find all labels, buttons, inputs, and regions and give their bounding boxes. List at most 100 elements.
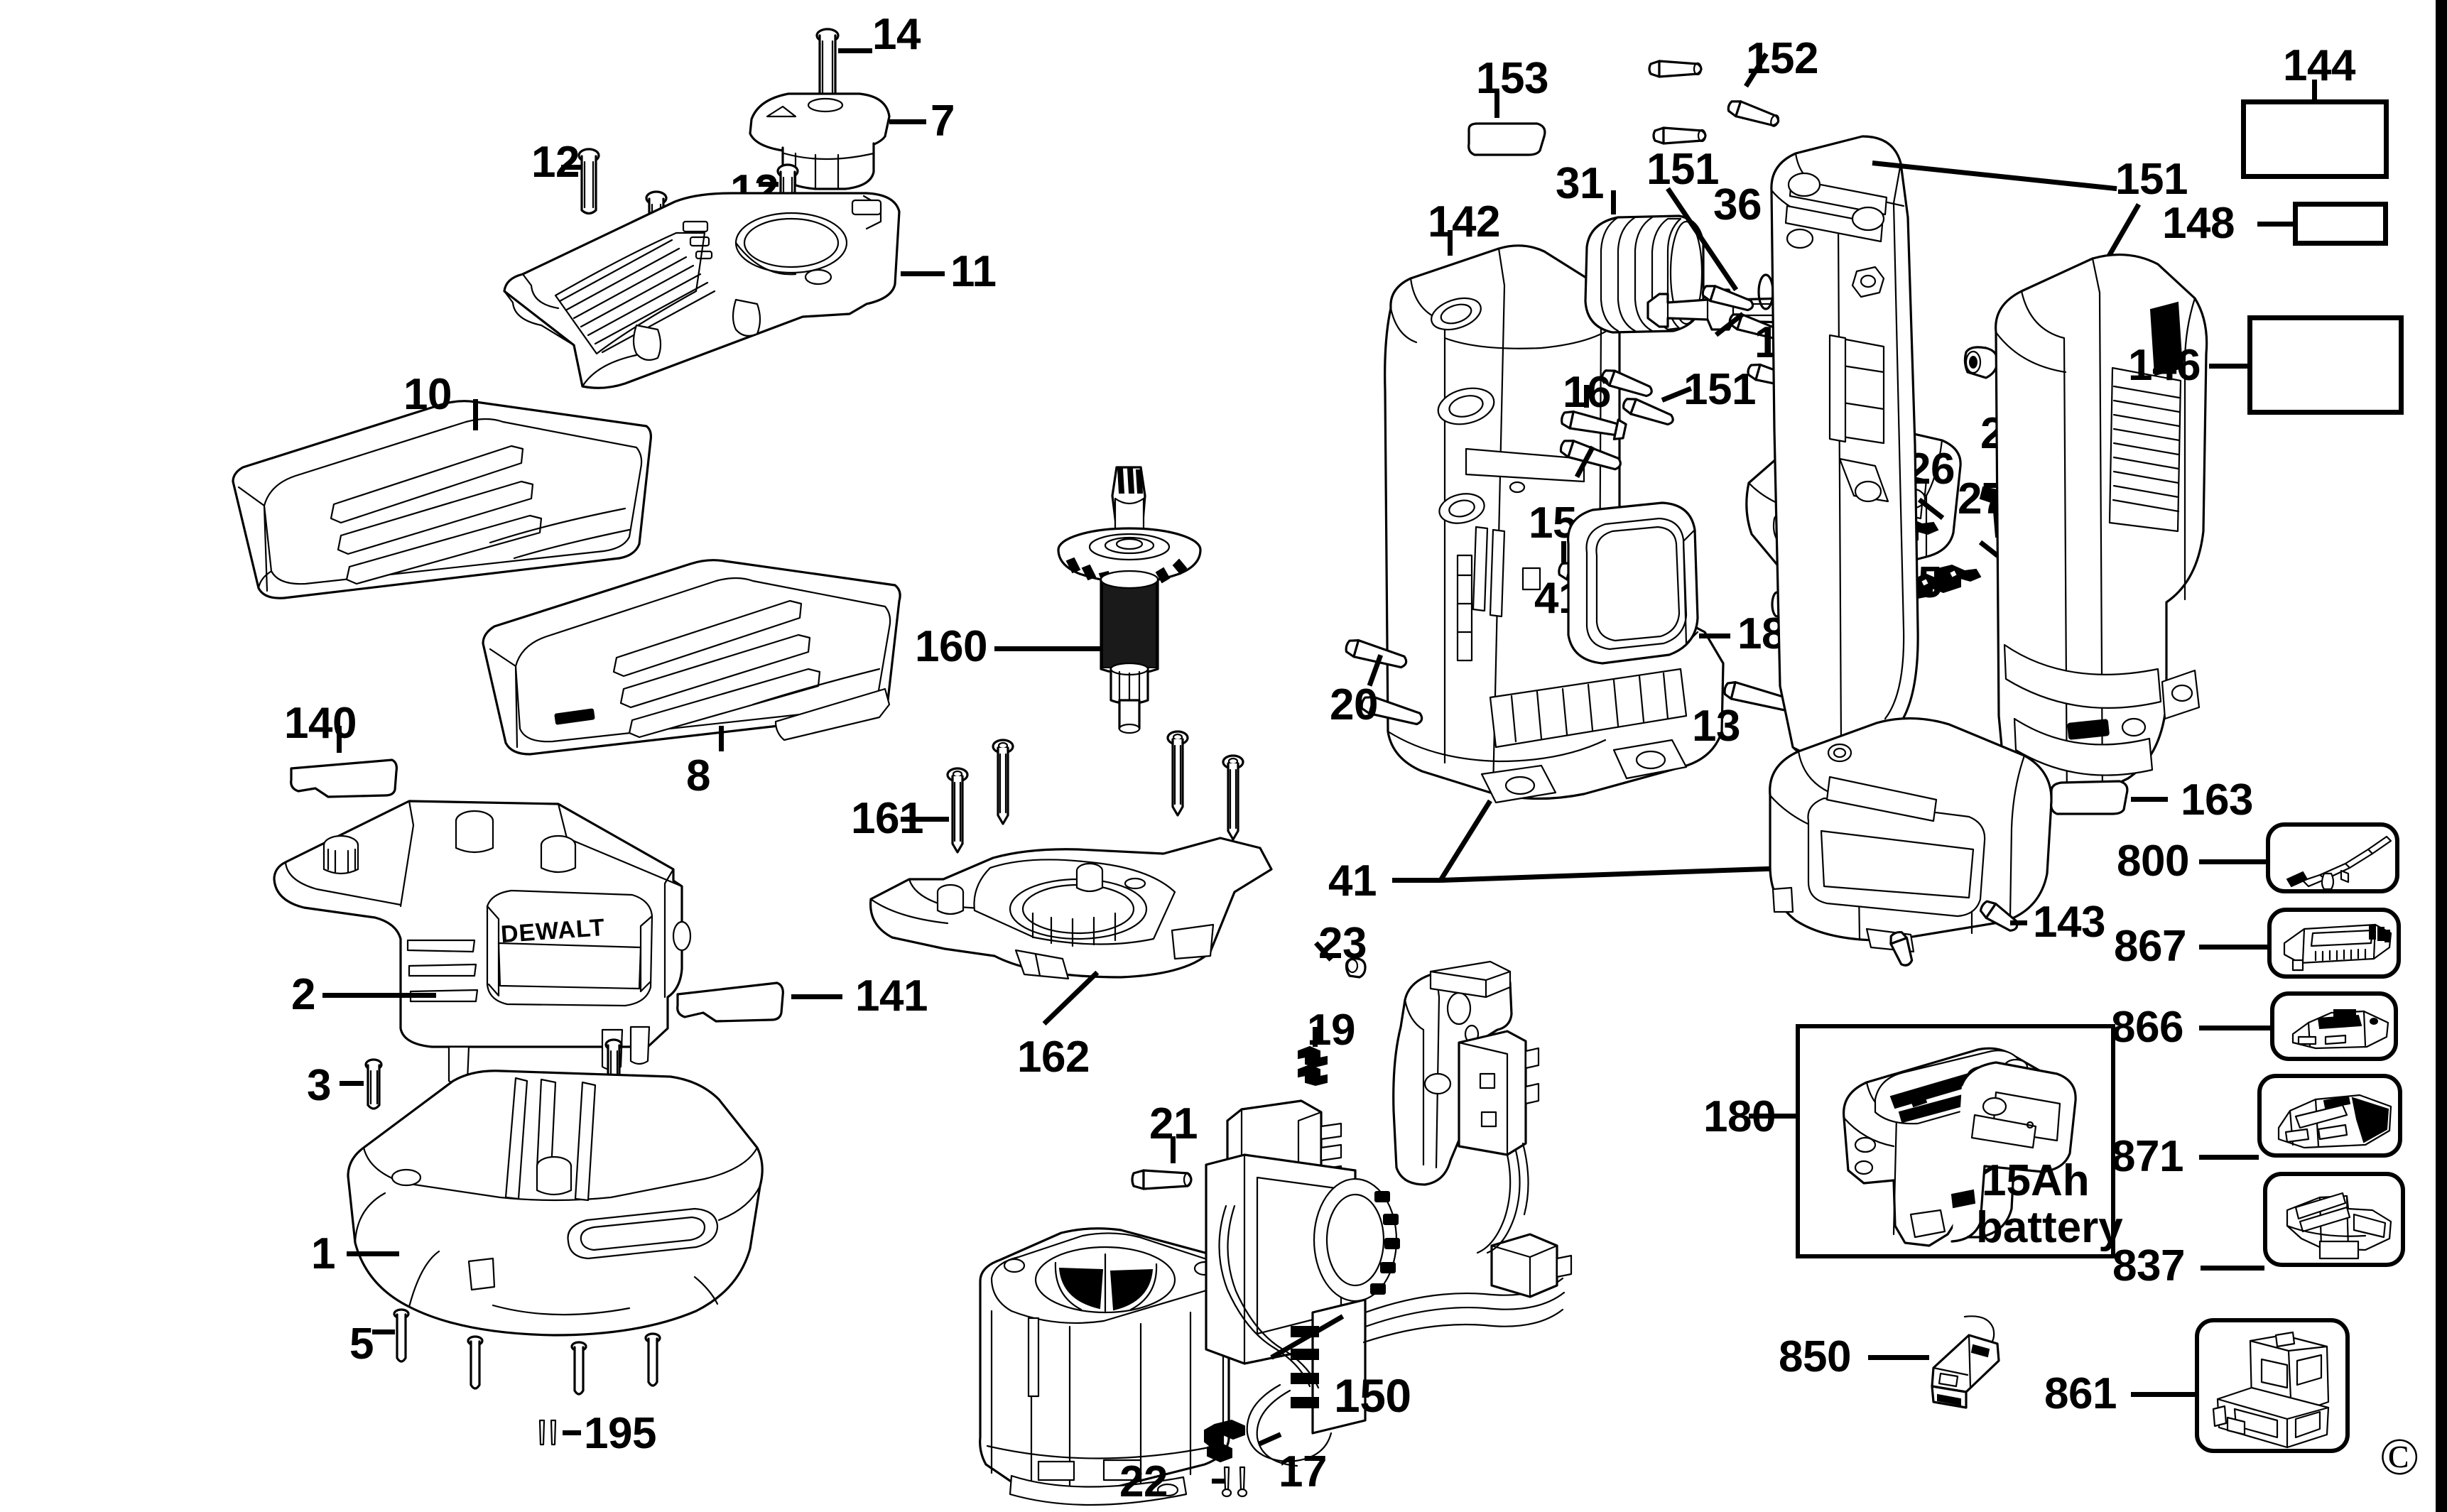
leader-line-14 xyxy=(838,48,872,53)
part-pin-15 xyxy=(1557,440,1628,472)
leader-line-161 xyxy=(901,817,949,822)
leader-line-21 xyxy=(1171,1136,1176,1163)
callout-12-left: 12 xyxy=(531,138,580,187)
callout-195: 195 xyxy=(584,1409,656,1458)
callout-153: 31 xyxy=(1556,159,1604,208)
part-micro-screws-195 xyxy=(534,1418,563,1452)
part-handle-shell-right xyxy=(1982,247,2216,830)
accessory-box-861 xyxy=(2195,1318,2350,1453)
part-label-plate-140 xyxy=(287,754,401,801)
accessory-icon-warning-tag-850 xyxy=(1928,1312,2012,1419)
callout-163: 41 xyxy=(1328,856,1377,905)
callout-14: 14 xyxy=(872,10,921,59)
leader-line-153 xyxy=(1611,190,1616,214)
leader-line-11 xyxy=(901,271,945,276)
info-text-line-1: 15Ah xyxy=(1982,1156,2090,1205)
part-pin-41-d xyxy=(1976,900,2026,933)
info-illustration-battery-housing xyxy=(1823,1041,2107,1254)
callout-837: 837 xyxy=(2112,1241,2185,1290)
leader-line-141 xyxy=(791,994,842,999)
callout-800: 800 xyxy=(2117,837,2189,886)
leader-line-8 xyxy=(719,726,724,751)
leader-line-837 xyxy=(2201,1266,2264,1271)
callout-22: 17 xyxy=(1279,1447,1327,1496)
part-long-screw-161-a xyxy=(945,767,970,854)
leader-line-140 xyxy=(337,726,342,753)
leader-line-19 xyxy=(1313,1027,1318,1047)
callout-871: 871 xyxy=(2111,1132,2183,1181)
callout-31: 151 xyxy=(1646,145,1719,194)
part-gear-case-162 xyxy=(865,824,1277,994)
callout-180: 180 xyxy=(1703,1092,1776,1141)
callout-161: 161 xyxy=(851,794,923,843)
callout-151-a: 152 xyxy=(1746,34,1818,83)
leader-line-12-left xyxy=(561,165,581,170)
accessory-icon-hex-key xyxy=(2280,832,2394,892)
leader-line-17 xyxy=(1448,230,1453,256)
leader-line-144 xyxy=(2312,80,2317,102)
callout-141: 141 xyxy=(855,972,928,1021)
callout-21: 21 xyxy=(1149,1099,1198,1148)
callout-160: 160 xyxy=(915,622,987,671)
leader-line-867 xyxy=(2199,945,2267,950)
part-label-plate-141 xyxy=(673,979,787,1026)
copyright-mark: © xyxy=(2380,1428,2420,1486)
callout-16: 16 xyxy=(1563,368,1611,417)
leader-line-850 xyxy=(1868,1355,1929,1360)
leader-line-142 xyxy=(1494,91,1499,118)
part-housing-body-2 xyxy=(261,794,702,1106)
accessory-box-837 xyxy=(2263,1172,2405,1267)
part-side-cover-10 xyxy=(227,398,653,604)
leader-line-150 xyxy=(1212,1479,1225,1484)
part-pin-41-e xyxy=(1881,930,1924,967)
callout-850: 850 xyxy=(1779,1332,1851,1381)
part-side-cover-8 xyxy=(477,554,904,760)
part-armature-160 xyxy=(1051,462,1208,760)
leader-line-163 xyxy=(1392,878,1440,883)
leader-line-16 xyxy=(1584,385,1589,408)
leader-line-10 xyxy=(473,399,478,430)
part-micro-screws-150 xyxy=(1219,1464,1253,1500)
leader-line-3 xyxy=(340,1081,364,1086)
info-box-180: 15Ah battery xyxy=(1796,1024,2123,1258)
part-bushing-23 xyxy=(1344,954,1372,980)
leader-line-871 xyxy=(2199,1155,2259,1160)
part-label-plate-143 xyxy=(2046,778,2134,818)
callout-866: 866 xyxy=(2111,1003,2183,1052)
callout-5: 5 xyxy=(349,1320,374,1369)
part-long-screw-161-b xyxy=(990,739,1016,825)
part-pin-41-c xyxy=(1358,696,1429,727)
reference-box-148 xyxy=(2293,202,2388,246)
accessory-box-871 xyxy=(2257,1074,2402,1158)
part-top-cover-11 xyxy=(497,178,938,405)
callout-11: 11 xyxy=(950,247,997,296)
part-trigger-frame-18 xyxy=(1556,497,1712,675)
leader-line-41-a xyxy=(1561,541,1566,562)
callout-10: 10 xyxy=(403,370,452,419)
part-pin-151-b xyxy=(1651,121,1712,151)
leader-line-12-right xyxy=(759,182,778,187)
part-screw-5-c xyxy=(568,1341,590,1402)
part-pin-151-c xyxy=(1725,99,1786,129)
part-long-screw-161-d xyxy=(1220,754,1246,841)
part-pin-16 xyxy=(1558,409,1629,440)
part-screw-5-b xyxy=(465,1335,486,1396)
part-base-shell-1 xyxy=(341,1051,767,1349)
callout-17: 142 xyxy=(1428,197,1500,246)
part-handle-grip xyxy=(1368,947,1553,1254)
part-clip-19 xyxy=(1294,1045,1333,1087)
leader-line-41-d xyxy=(2010,920,2027,925)
callout-1: 1 xyxy=(311,1229,335,1278)
leader-line-861 xyxy=(2131,1392,2196,1397)
accessory-box-800 xyxy=(2266,822,2399,893)
part-knob-7 xyxy=(739,85,899,192)
leader-line-146 xyxy=(2209,364,2250,369)
reference-box-146 xyxy=(2247,315,2404,415)
leader-line-148 xyxy=(2257,222,2296,227)
part-screw-12-left xyxy=(575,148,602,219)
callout-13: 13 xyxy=(1692,702,1740,751)
accessory-icon-charger xyxy=(2279,919,2397,976)
part-battery-foot xyxy=(1759,710,2064,953)
leader-line-143 xyxy=(2131,797,2168,802)
callout-8: 8 xyxy=(686,751,710,800)
